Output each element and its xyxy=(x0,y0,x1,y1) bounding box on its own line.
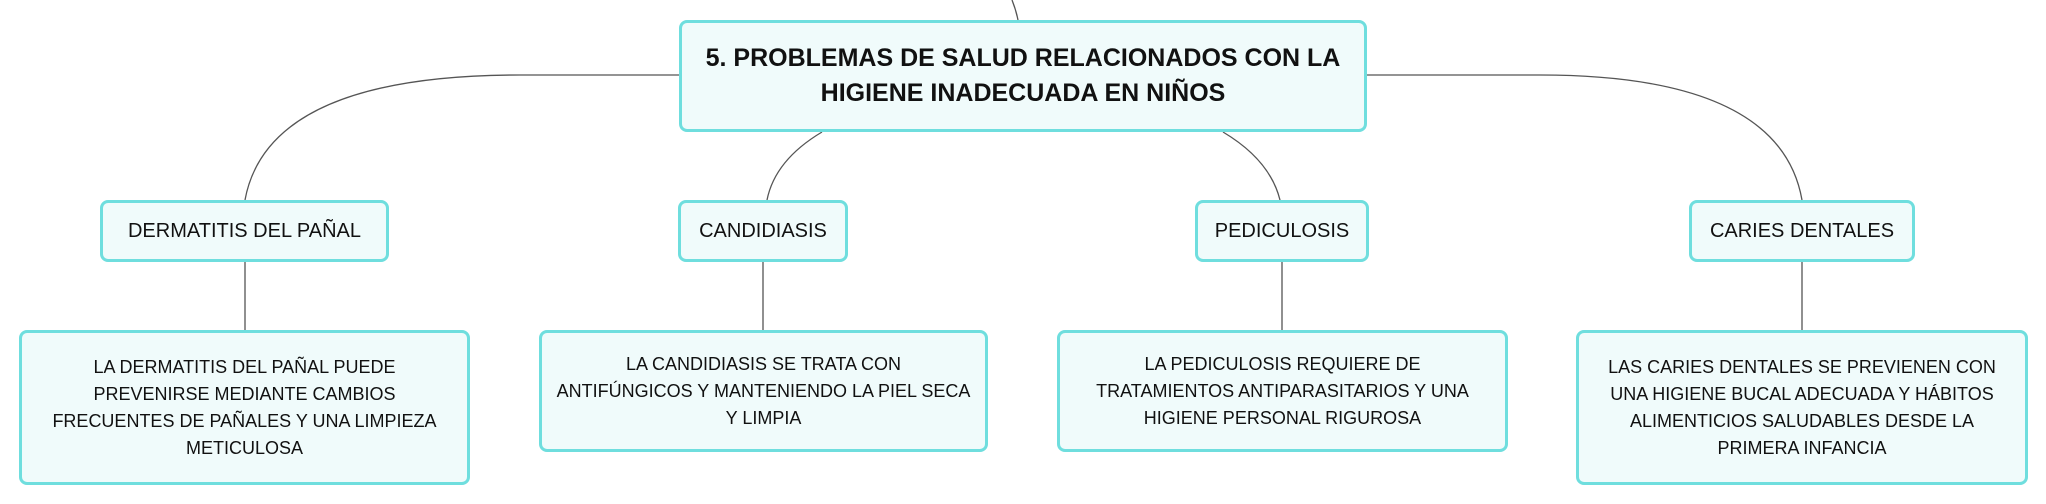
description-text: LAS CARIES DENTALES SE PREVIENEN CON UNA… xyxy=(1608,356,1996,458)
connector-main-caries xyxy=(1367,74,1803,201)
topic-node-dermatitis[interactable]: DERMATITIS DEL PAÑAL xyxy=(100,200,389,262)
description-text: LA CANDIDIASIS SE TRATA CON ANTIFÚNGICOS… xyxy=(556,353,971,428)
description-text: LA PEDICULOSIS REQUIERE DE TRATAMIENTOS … xyxy=(1096,353,1469,428)
topic-node-caries[interactable]: CARIES DENTALES xyxy=(1689,200,1915,262)
connector-main-dermatitis xyxy=(244,74,679,201)
description-node-candidiasis[interactable]: LA CANDIDIASIS SE TRATA CON ANTIFÚNGICOS… xyxy=(539,330,988,452)
connector-main-pediculosis xyxy=(1222,131,1281,201)
description-node-pediculosis[interactable]: LA PEDICULOSIS REQUIERE DE TRATAMIENTOS … xyxy=(1057,330,1508,452)
topic-label: CANDIDIASIS xyxy=(699,220,827,242)
description-text: LA DERMATITIS DEL PAÑAL PUEDE PREVENIRSE… xyxy=(52,356,437,458)
topic-node-pediculosis[interactable]: PEDICULOSIS xyxy=(1195,200,1369,262)
description-node-caries[interactable]: LAS CARIES DENTALES SE PREVIENEN CON UNA… xyxy=(1576,330,2028,485)
topic-node-candidiasis[interactable]: CANDIDIASIS xyxy=(678,200,848,262)
topic-label: PEDICULOSIS xyxy=(1214,220,1350,242)
topic-label: CARIES DENTALES xyxy=(1709,220,1895,242)
main-topic-node[interactable]: 5. PROBLEMAS DE SALUD RELACIONADOS CON L… xyxy=(679,20,1367,132)
connector-main-candidiasis xyxy=(766,131,823,201)
description-node-dermatitis[interactable]: LA DERMATITIS DEL PAÑAL PUEDE PREVENIRSE… xyxy=(19,330,470,485)
main-topic-title: 5. PROBLEMAS DE SALUD RELACIONADOS CON L… xyxy=(705,44,1341,107)
parent-connector xyxy=(1011,0,1019,21)
topic-label: DERMATITIS DEL PAÑAL xyxy=(127,220,361,242)
